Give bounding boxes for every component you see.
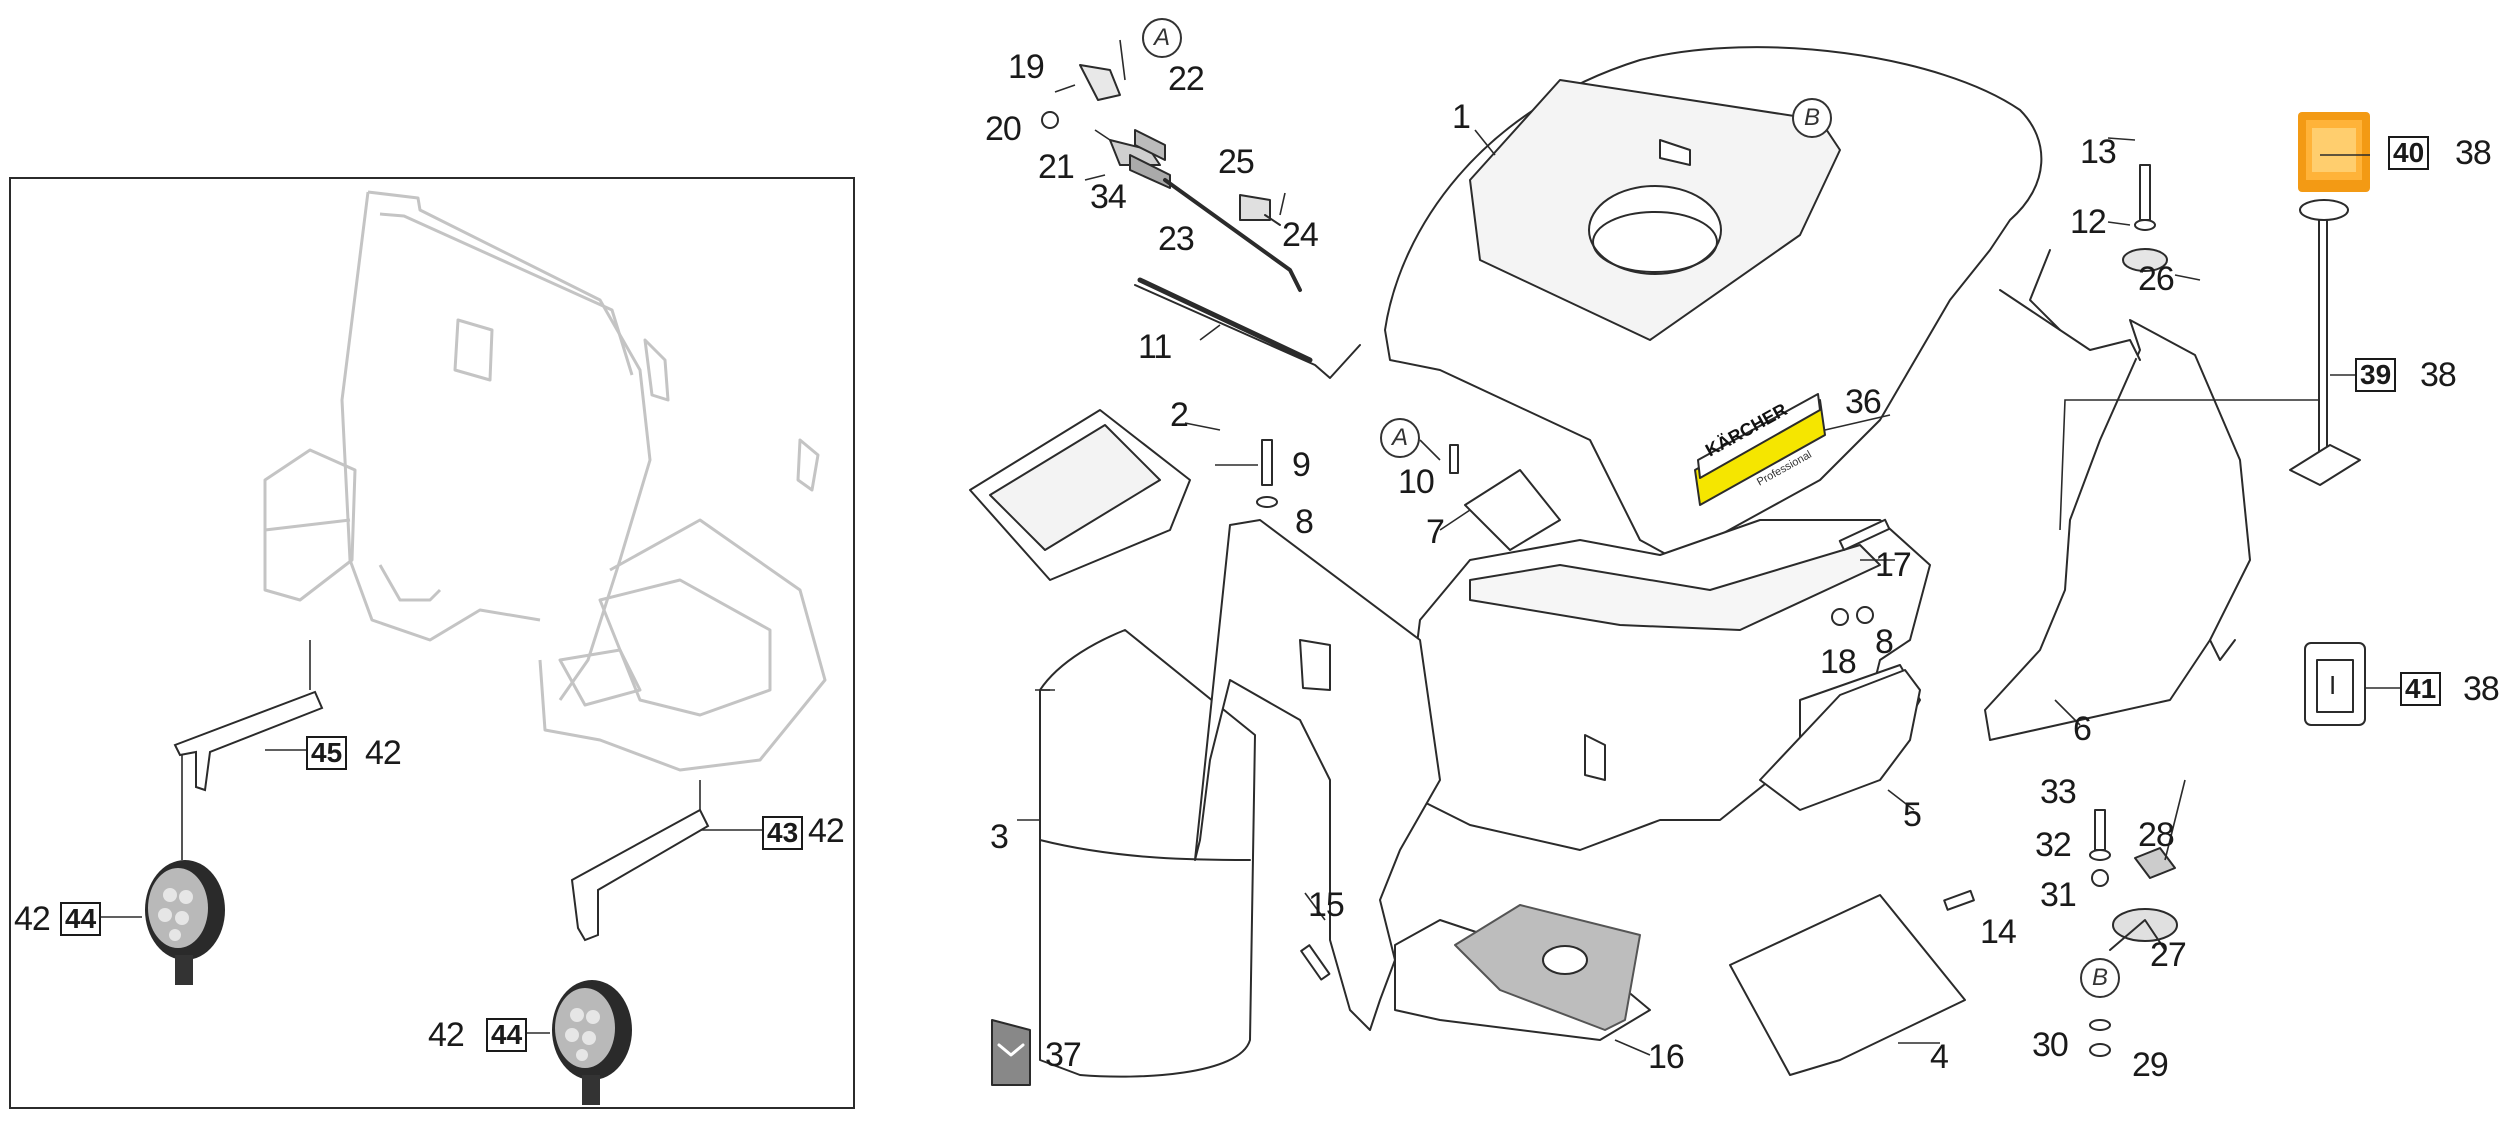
callout-8: 8 bbox=[1295, 503, 1314, 541]
callout-25: 25 bbox=[1218, 143, 1255, 181]
callout-42: 42 bbox=[428, 1016, 465, 1054]
callout-34: 34 bbox=[1090, 178, 1127, 216]
callout-42: 42 bbox=[365, 734, 402, 772]
callout-3: 3 bbox=[990, 818, 1009, 856]
callout-42: 42 bbox=[808, 812, 845, 850]
callout-13: 13 bbox=[2080, 133, 2117, 171]
callout-18: 18 bbox=[1820, 643, 1857, 681]
callout-20: 20 bbox=[985, 110, 1022, 148]
callout-8: 8 bbox=[1875, 623, 1894, 661]
callout-37: 37 bbox=[1045, 1036, 1082, 1074]
callout-30: 30 bbox=[2032, 1026, 2069, 1064]
marker-b: B bbox=[2080, 958, 2120, 998]
callout-box-44: 44 bbox=[486, 1018, 528, 1052]
callout-box-43: 43 bbox=[762, 816, 804, 850]
callout-15: 15 bbox=[1308, 886, 1345, 924]
callout-22: 22 bbox=[1168, 60, 1205, 98]
work-light-icon bbox=[552, 980, 632, 1105]
callout-21: 21 bbox=[1038, 148, 1075, 186]
callout-box-41: 41 bbox=[2400, 672, 2442, 706]
callout-9: 9 bbox=[1292, 446, 1311, 484]
marker-a: A bbox=[1380, 418, 1420, 458]
callout-38: 38 bbox=[2463, 670, 2500, 708]
callout-42: 42 bbox=[14, 900, 51, 938]
callout-33: 33 bbox=[2040, 773, 2077, 811]
marker-b: B bbox=[1792, 98, 1832, 138]
callout-16: 16 bbox=[1648, 1038, 1685, 1076]
callout-31: 31 bbox=[2040, 876, 2077, 914]
callout-7: 7 bbox=[1426, 513, 1445, 551]
callout-19: 19 bbox=[1008, 48, 1045, 86]
callout-38: 38 bbox=[2420, 356, 2457, 394]
callout-12: 12 bbox=[2070, 203, 2107, 241]
callout-28: 28 bbox=[2138, 816, 2175, 854]
callout-box-40: 40 bbox=[2388, 136, 2430, 170]
switch-mark: I bbox=[2329, 670, 2337, 700]
callout-2: 2 bbox=[1170, 396, 1189, 434]
callout-26: 26 bbox=[2138, 260, 2175, 298]
beacon-light-icon bbox=[2298, 112, 2370, 192]
callout-38: 38 bbox=[2455, 134, 2492, 172]
work-light-icon bbox=[145, 860, 225, 985]
callout-1: 1 bbox=[1452, 98, 1471, 136]
callout-box-44: 44 bbox=[60, 902, 102, 936]
callout-10: 10 bbox=[1398, 463, 1435, 501]
callout-17: 17 bbox=[1875, 546, 1912, 584]
callout-14: 14 bbox=[1980, 913, 2017, 951]
callout-4: 4 bbox=[1930, 1038, 1949, 1076]
callout-29: 29 bbox=[2132, 1046, 2169, 1084]
callout-24: 24 bbox=[1282, 216, 1319, 254]
marker-a: A bbox=[1142, 18, 1182, 58]
callout-box-39: 39 bbox=[2355, 358, 2397, 392]
inset-panel bbox=[9, 177, 855, 1109]
kaercher-logo bbox=[1694, 393, 1826, 506]
callout-5: 5 bbox=[1903, 796, 1922, 834]
callout-box-45: 45 bbox=[306, 736, 348, 770]
callout-11: 11 bbox=[1138, 328, 1172, 366]
callout-6: 6 bbox=[2073, 710, 2092, 748]
callout-27: 27 bbox=[2150, 936, 2187, 974]
callout-23: 23 bbox=[1158, 220, 1195, 258]
callout-36: 36 bbox=[1845, 383, 1882, 421]
callout-32: 32 bbox=[2035, 826, 2072, 864]
